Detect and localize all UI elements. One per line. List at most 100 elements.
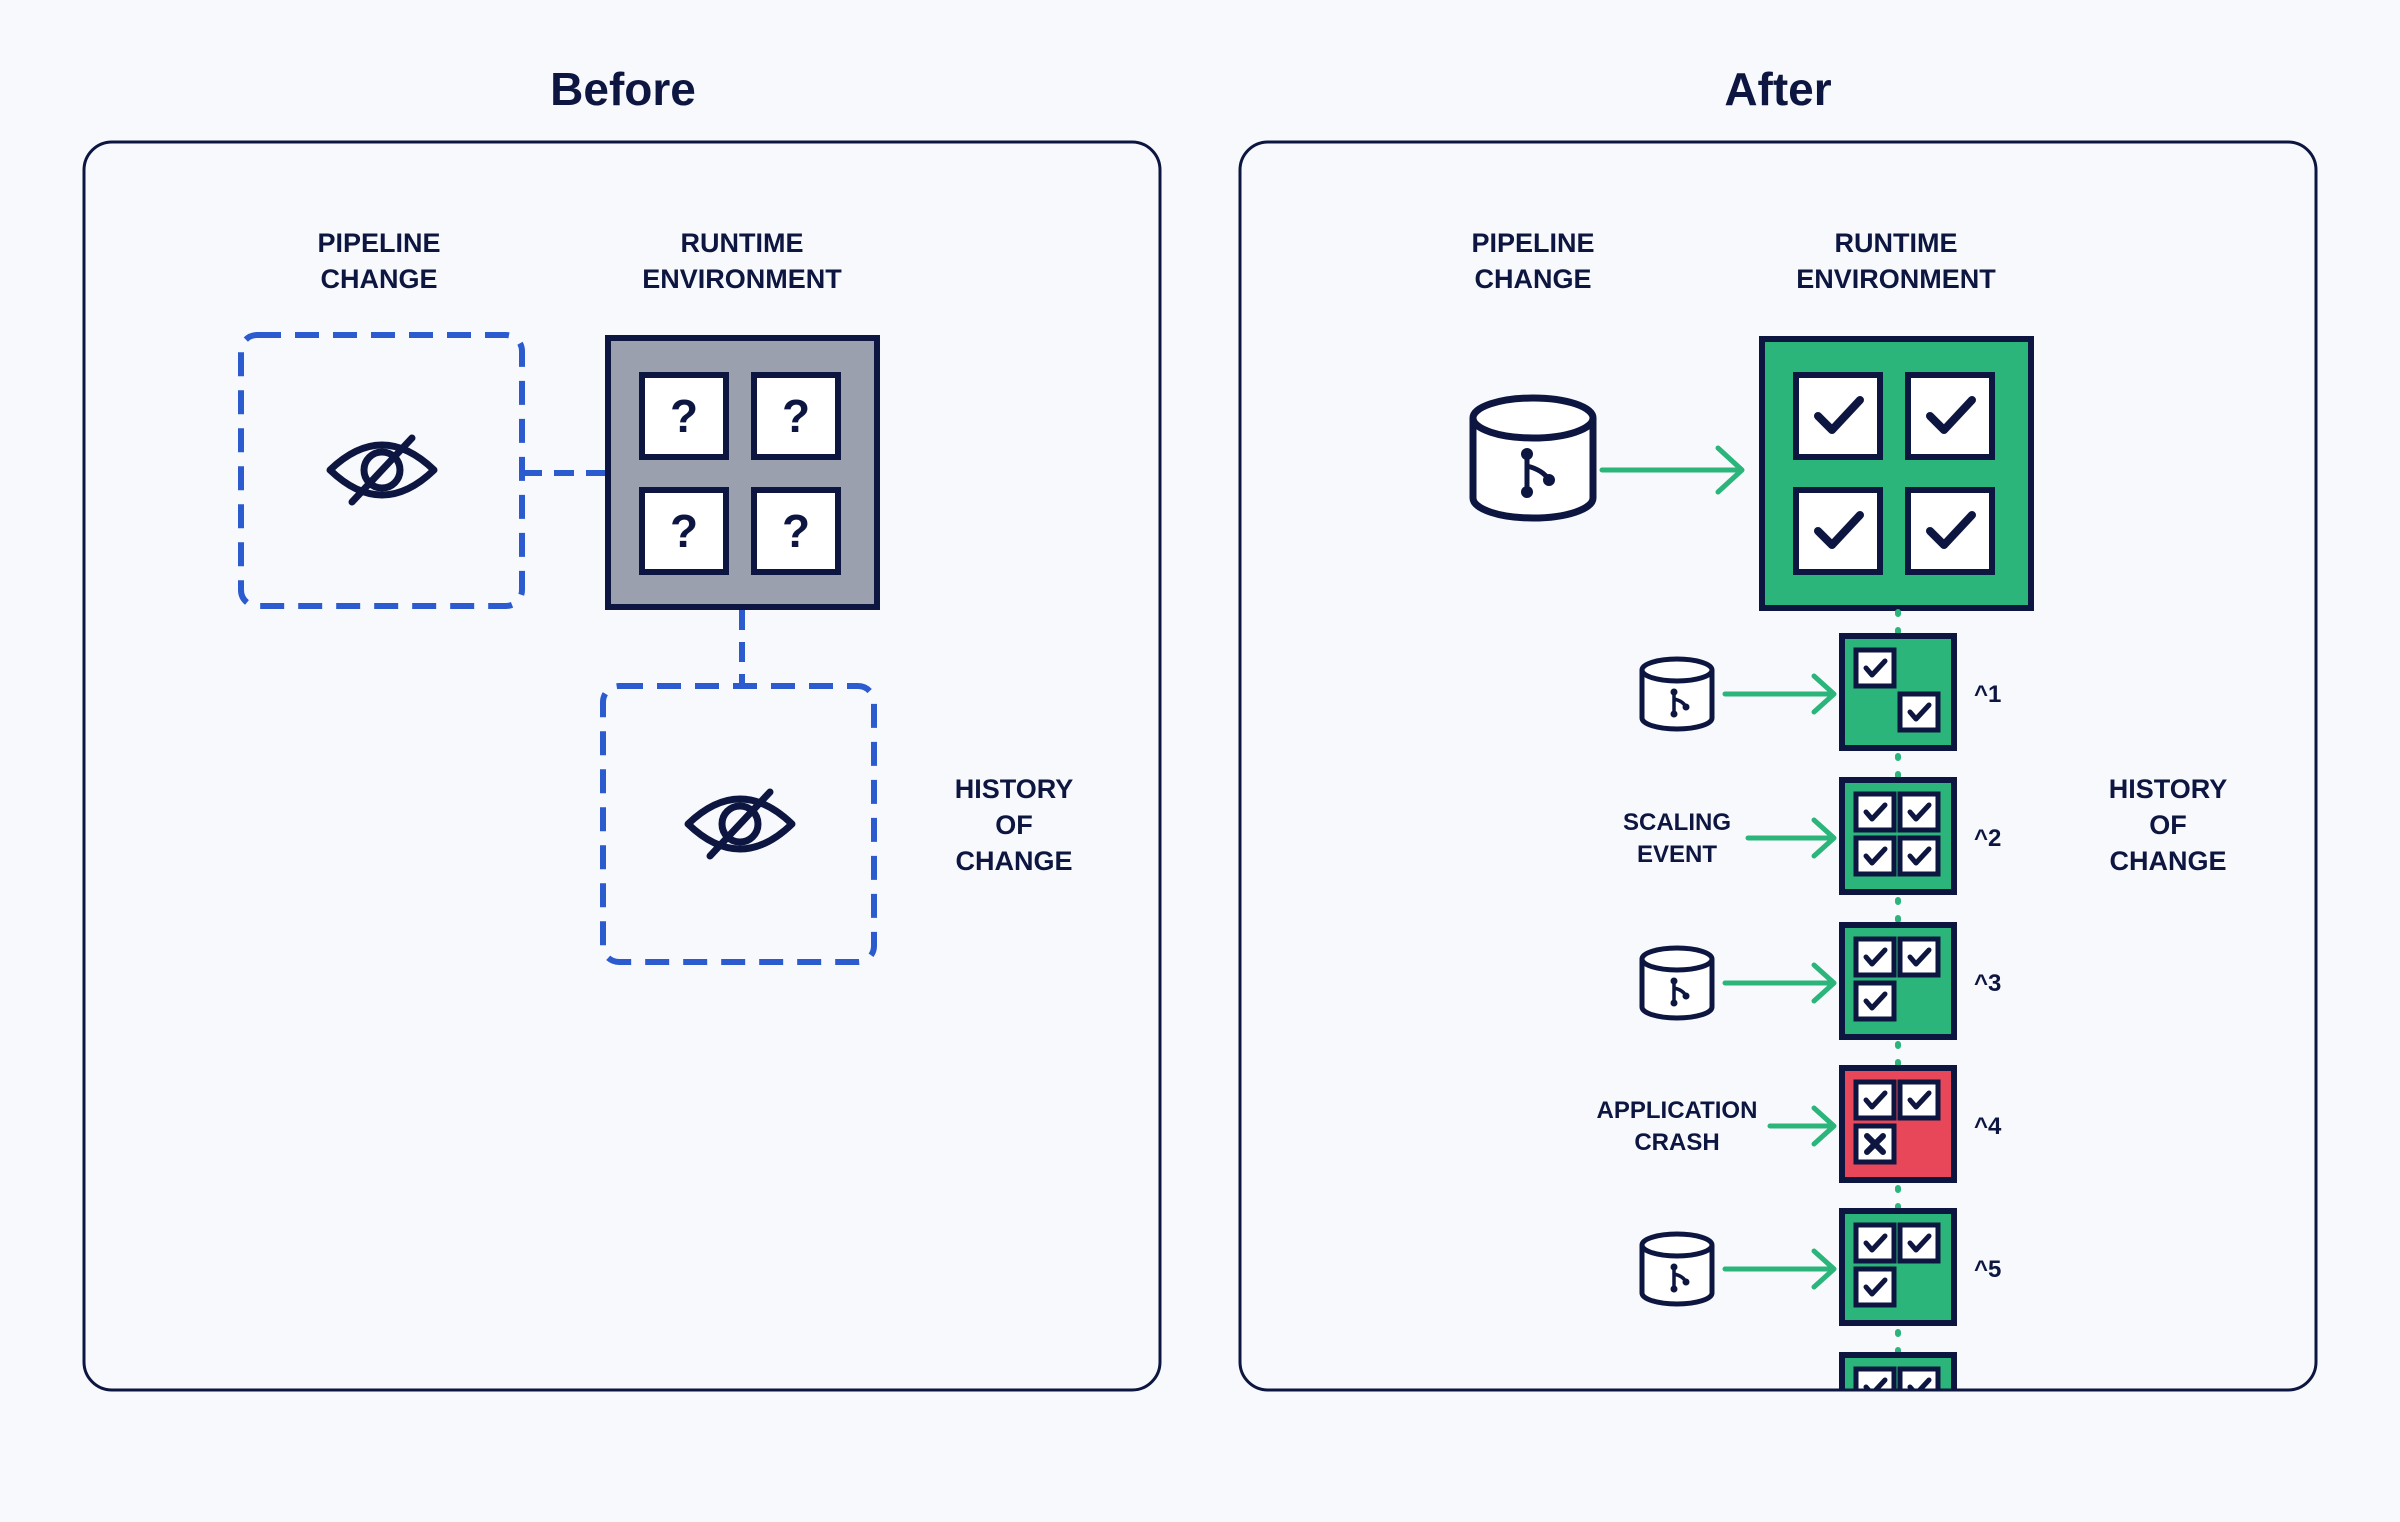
- check-cell: [1853, 791, 1897, 833]
- history-entry: SCALING EVENT ^2: [1623, 777, 2001, 895]
- history-entry: APPLICATION CRASH ^4: [1597, 1065, 2002, 1183]
- history-entry: ^3: [1639, 922, 2001, 1040]
- check-icon: [1863, 658, 1888, 678]
- history-runtime-2: [1839, 777, 1957, 895]
- check-cell: [1853, 647, 1897, 689]
- eye-slash-icon: [326, 434, 438, 506]
- check-icon: [1907, 702, 1932, 722]
- check-icon: [1907, 1090, 1932, 1110]
- question-mark: ?: [670, 505, 698, 557]
- before-history-label-line3: CHANGE: [955, 846, 1072, 876]
- git-repo-icon: [1469, 394, 1597, 522]
- unknown-cell: [639, 372, 729, 460]
- check-cell: [1853, 1079, 1897, 1121]
- trigger-arrow: [1767, 1105, 1837, 1147]
- check-icon: [1863, 846, 1888, 866]
- trigger-arrow: [1722, 1248, 1837, 1290]
- before-pipeline-unknown-box: [238, 332, 525, 609]
- version-label: ^5: [1974, 1256, 2001, 1283]
- before-pipeline-label-line2: CHANGE: [320, 264, 437, 294]
- after-history-label-line2: OF: [2149, 810, 2187, 840]
- git-repo-icon: [1639, 1231, 1715, 1307]
- git-repo-icon: [1639, 945, 1715, 1021]
- history-entry: ^1: [1639, 633, 2001, 751]
- check-cell: [1905, 487, 1995, 575]
- before-panel: Before PIPELINE CHANGE RUNTIME ENVIRONME…: [82, 63, 1162, 1392]
- after-runtime-label-line2: ENVIRONMENT: [1796, 264, 1996, 294]
- check-cell: [1853, 1366, 1897, 1390]
- trigger-label-line: SCALING: [1623, 809, 1731, 836]
- check-icon: [1863, 1090, 1888, 1110]
- check-icon: [1863, 802, 1888, 822]
- check-icon: [1866, 1424, 1885, 1438]
- before-title: Before: [550, 63, 696, 115]
- trigger-arrow: [1722, 673, 1837, 715]
- check-cell: [1905, 372, 1995, 460]
- after-panel: After PIPELINE CHANGE RUNTIME ENVIRONMEN…: [1238, 63, 2318, 1449]
- check-cell: [1897, 791, 1941, 833]
- after-pipeline-label-line2: CHANGE: [1474, 264, 1591, 294]
- pipeline-to-runtime-arrow: [1599, 445, 1745, 495]
- check-cell: [1897, 691, 1941, 733]
- history-runtime-next: [1839, 1352, 1957, 1449]
- before-history-unknown-box: [600, 683, 877, 965]
- check-cell: [1897, 1366, 1941, 1390]
- after-frame: [1238, 140, 2318, 1392]
- check-icon: [1863, 991, 1888, 1011]
- check-icon: [1907, 1233, 1932, 1253]
- version-label: ^3: [1974, 970, 2001, 997]
- after-runtime-cells: [1793, 372, 1995, 575]
- check-icon: [1863, 947, 1888, 967]
- trigger-arrow: [1745, 817, 1837, 859]
- check-icon: [1907, 802, 1932, 822]
- trigger-label-line: CRASH: [1634, 1129, 1719, 1156]
- check-cell: [1853, 980, 1897, 1022]
- check-icon: [1907, 846, 1932, 866]
- after-pipeline-label-line1: PIPELINE: [1471, 228, 1594, 258]
- check-icon: [1910, 1424, 1929, 1438]
- version-label: ^4: [1974, 1113, 2002, 1140]
- unknown-cell: [639, 487, 729, 575]
- check-icon: [1907, 947, 1932, 967]
- before-runtime-cells: ? ? ? ?: [639, 372, 841, 575]
- check-cell: [1793, 487, 1883, 575]
- eye-slash-icon: [684, 788, 796, 860]
- history-runtime-1: [1839, 633, 1957, 751]
- version-label: ^2: [1974, 825, 2001, 852]
- version-label: ^1: [1974, 681, 2001, 708]
- history-runtime-4: [1839, 1065, 1957, 1183]
- check-cell: [1900, 1413, 1938, 1449]
- question-mark: ?: [782, 505, 810, 557]
- check-icon: [1863, 1233, 1888, 1253]
- check-cell: [1897, 1222, 1941, 1264]
- after-title: After: [1724, 63, 1831, 115]
- trigger-label-line: APPLICATION: [1597, 1097, 1758, 1124]
- check-cell: [1897, 936, 1941, 978]
- after-history-label-line1: HISTORY: [2109, 774, 2228, 804]
- check-cell: [1856, 1413, 1894, 1449]
- check-cell: [1853, 1222, 1897, 1264]
- question-mark: ?: [670, 390, 698, 442]
- check-cell: [1853, 835, 1897, 877]
- cross-cell: [1853, 1123, 1897, 1165]
- unknown-cell: [751, 487, 841, 575]
- trigger-arrow: [1722, 962, 1837, 1004]
- before-history-label-line2: OF: [995, 810, 1033, 840]
- history-entry: ^5: [1639, 1208, 2001, 1326]
- check-cell: [1853, 936, 1897, 978]
- check-cell: [1793, 372, 1883, 460]
- git-repo-icon: [1639, 656, 1715, 732]
- trigger-label-line: EVENT: [1637, 841, 1717, 868]
- before-runtime-label-line2: ENVIRONMENT: [642, 264, 842, 294]
- unknown-cell: [751, 372, 841, 460]
- cross-icon: [1864, 1133, 1886, 1155]
- before-runtime-label-line1: RUNTIME: [681, 228, 804, 258]
- after-runtime-label-line1: RUNTIME: [1835, 228, 1958, 258]
- before-history-label-line1: HISTORY: [955, 774, 1074, 804]
- check-cell: [1853, 1266, 1897, 1308]
- before-frame: [82, 140, 1162, 1392]
- history-runtime-5: [1839, 1208, 1957, 1326]
- check-cell: [1897, 1079, 1941, 1121]
